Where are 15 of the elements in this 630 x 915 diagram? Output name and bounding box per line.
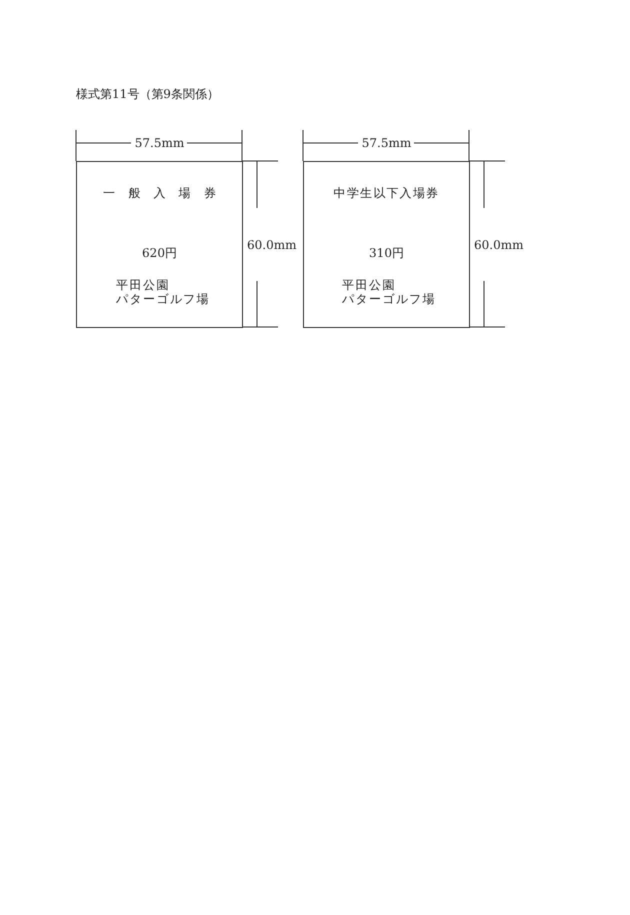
ticket-box xyxy=(76,161,243,328)
ticket-box xyxy=(303,161,470,328)
dimension-label: 60.0mm xyxy=(247,238,296,252)
ticket-name: 一般入場券 xyxy=(103,186,230,200)
venue-name: パターゴルフ場 xyxy=(116,292,210,306)
dimension-label: 60.0mm xyxy=(474,238,524,252)
dimension-label: 57.5mm xyxy=(360,136,412,150)
venue-name: パターゴルフ場 xyxy=(342,292,436,306)
dimension-label: 57.5mm xyxy=(134,136,186,150)
ticket-price: 620円 xyxy=(142,246,177,260)
ticket-name: 中学生以下入場券 xyxy=(334,186,440,200)
venue-name: 平田公園 xyxy=(116,278,170,292)
form-title: 様式第11号（第9条関係） xyxy=(76,87,219,101)
venue-name: 平田公園 xyxy=(342,278,396,292)
ticket-price: 310円 xyxy=(369,246,404,260)
